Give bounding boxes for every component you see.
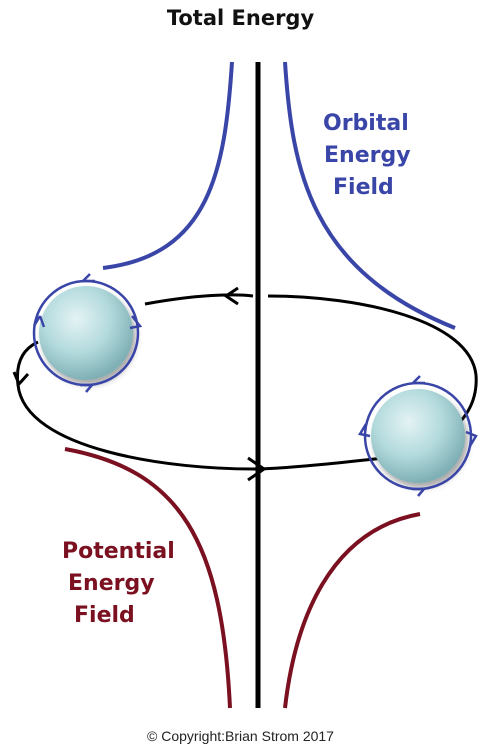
copyright-notice: © Copyright:Brian Strom 2017 — [147, 728, 334, 744]
potential-field-curve-left — [64, 447, 232, 709]
orbital-label-line1: Orbital — [323, 111, 409, 136]
potential-field-curve-right — [283, 512, 421, 709]
potential-field-label: Potential Energy Field — [62, 536, 175, 632]
orbit-arrow-left — [12, 371, 30, 387]
potential-label-line3: Field — [74, 603, 135, 628]
orbital-field-curve-left — [102, 61, 234, 270]
potential-label-line1: Potential — [62, 539, 175, 564]
left-orbiting-body — [32, 273, 143, 393]
orbital-label-line2: Energy — [324, 143, 411, 168]
orbit-arrow-bottom — [247, 456, 267, 482]
orbital-field-label: Orbital Energy Field — [323, 108, 411, 204]
orbit-path — [15, 293, 478, 471]
right-orbiting-body — [358, 375, 478, 497]
orbital-field-curve-right — [283, 61, 456, 330]
diagram-title: Total Energy — [166, 6, 315, 30]
orbital-label-line3: Field — [333, 175, 394, 200]
potential-label-line2: Energy — [68, 571, 155, 596]
orbit-arrow-top — [223, 286, 239, 306]
